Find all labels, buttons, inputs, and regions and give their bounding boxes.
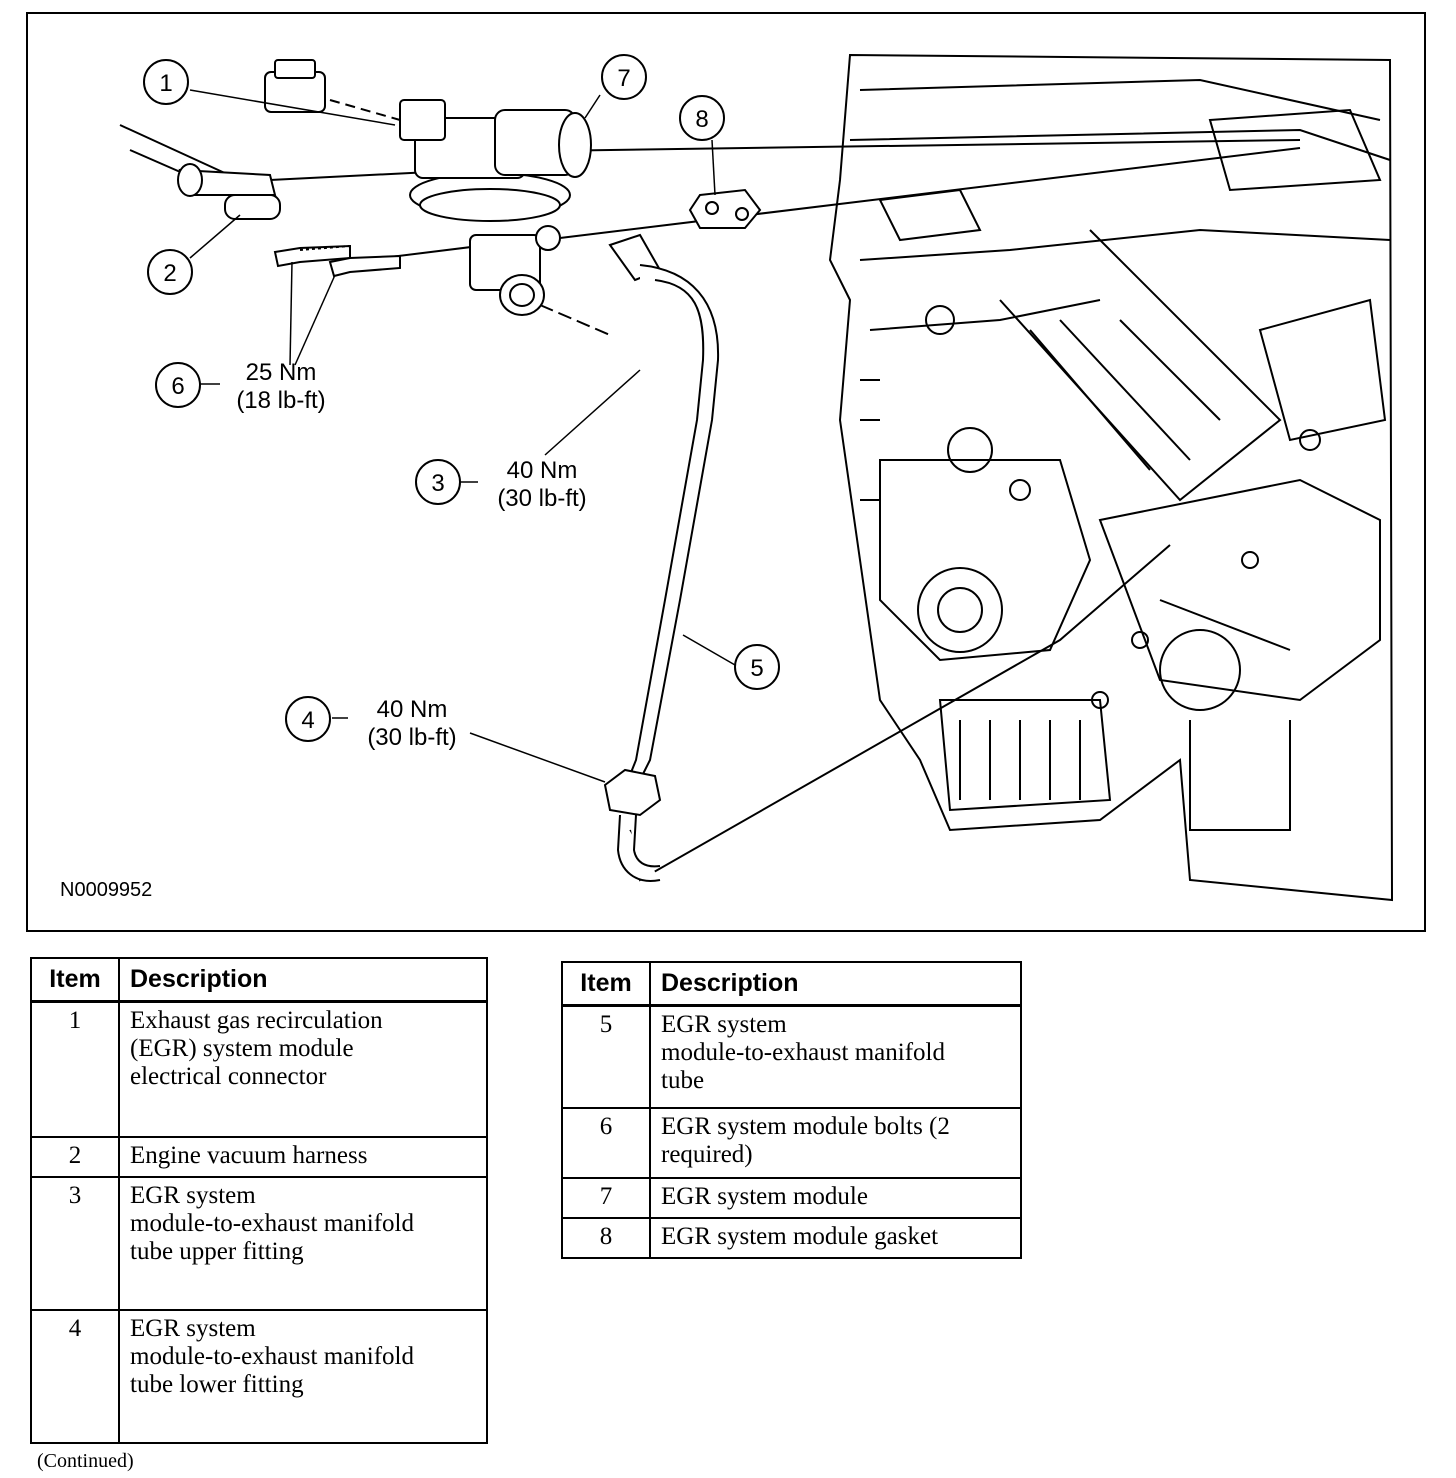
svg-text:8: 8 [695, 106, 708, 133]
description-line: Engine vacuum harness [130, 1141, 368, 1169]
description-line: module-to-exhaust manifold [130, 1209, 414, 1237]
item-number: 1 [30, 1000, 120, 1138]
torque-4-metric: 40 Nm [377, 696, 448, 723]
svg-text:2: 2 [163, 260, 176, 287]
torque-6-metric: 25 Nm [246, 359, 317, 386]
items-table-left: Item Description 1 Exhaust gas recircula… [30, 957, 488, 1444]
item-number: 6 [561, 1106, 651, 1179]
item-description: Engine vacuum harness [118, 1135, 488, 1178]
egr-module-illustration [399, 99, 592, 316]
callout-leaders [189, 89, 736, 783]
diagram-frame [26, 12, 1426, 932]
svg-text:4: 4 [301, 707, 314, 734]
callout-7: 7 [601, 54, 647, 100]
description-line: electrical connector [130, 1063, 327, 1090]
table-header-row: Item Description [30, 957, 488, 1003]
description-line: required) [661, 1140, 753, 1168]
description-line: EGR system [130, 1314, 256, 1342]
description-line: EGR system [661, 1011, 787, 1038]
item-number: 4 [30, 1308, 120, 1444]
bolts-illustration [273, 244, 401, 278]
egr-tube-illustration [603, 233, 720, 882]
vacuum-harness-illustration [177, 163, 281, 220]
item-number: 7 [561, 1176, 651, 1219]
callout-2: 2 [147, 249, 193, 295]
table-row: 5 EGR system module-to-exhaust manifold … [561, 1004, 1022, 1109]
table-row: 1 Exhaust gas recirculation (EGR) system… [30, 1000, 488, 1138]
description-line: EGR system module [661, 1182, 868, 1210]
engine-block-illustration [828, 53, 1394, 902]
callout-4: 4 [285, 696, 331, 742]
callout-5: 5 [734, 644, 780, 690]
description-line: tube lower fitting [130, 1370, 304, 1398]
continued-note: (Continued) [37, 1450, 134, 1472]
torque-3-imperial: (30 lb-ft) [497, 485, 586, 512]
description-line: Exhaust gas recirculation [130, 1007, 383, 1034]
item-description: EGR system module gasket [649, 1216, 1022, 1259]
table-row: 3 EGR system module-to-exhaust manifold … [30, 1175, 488, 1311]
torque-6-imperial: (18 lb-ft) [236, 387, 325, 414]
item-number: 3 [30, 1175, 120, 1311]
item-description: EGR system module-to-exhaust manifold tu… [118, 1308, 488, 1444]
table-row: 6 EGR system module bolts (2 required) [561, 1106, 1022, 1179]
description-line: EGR system module gasket [661, 1222, 939, 1250]
items-table-right: Item Description 5 EGR system module-to-… [561, 961, 1022, 1259]
description-line: EGR system module bolts (2 [661, 1112, 950, 1140]
svg-text:3: 3 [431, 470, 444, 497]
callout-1: 1 [143, 59, 189, 105]
gasket-illustration [688, 188, 762, 229]
callout-6: 6 [155, 362, 201, 408]
item-number: 8 [561, 1216, 651, 1259]
description-line: module-to-exhaust manifold [661, 1039, 945, 1066]
item-description: EGR system module-to-exhaust manifold tu… [118, 1175, 488, 1311]
description-line: (EGR) system module [130, 1035, 354, 1062]
item-number: 2 [30, 1135, 120, 1178]
table-row: 7 EGR system module [561, 1176, 1022, 1219]
item-description: EGR system module-to-exhaust manifold tu… [649, 1004, 1022, 1109]
callout-8: 8 [679, 95, 725, 141]
electrical-connector-illustration [264, 59, 401, 121]
description-line: tube upper fitting [130, 1237, 304, 1265]
table-row: 4 EGR system module-to-exhaust manifold … [30, 1308, 488, 1444]
svg-text:7: 7 [617, 65, 630, 92]
torque-3-metric: 40 Nm [507, 457, 578, 484]
table-row: 2 Engine vacuum harness [30, 1135, 488, 1178]
description-line: tube [661, 1067, 705, 1094]
item-description: Exhaust gas recirculation (EGR) system m… [118, 1000, 488, 1138]
svg-text:6: 6 [171, 373, 184, 400]
svg-text:1: 1 [159, 70, 172, 97]
header-description: Description [118, 957, 488, 1003]
item-description: EGR system module [649, 1176, 1022, 1219]
item-number: 5 [561, 1004, 651, 1109]
svg-text:5: 5 [750, 655, 763, 682]
table-row: 8 EGR system module gasket [561, 1216, 1022, 1259]
figure-id: N0009952 [60, 879, 152, 901]
egr-diagram: 1 2 3 4 5 6 7 8 25 Nm (18 lb-ft) 40 Nm (… [60, 53, 1394, 902]
header-item: Item [561, 961, 651, 1007]
description-line: module-to-exhaust manifold [130, 1342, 414, 1370]
torque-4-imperial: (30 lb-ft) [367, 724, 456, 751]
header-description: Description [649, 961, 1022, 1007]
item-description: EGR system module bolts (2 required) [649, 1106, 1022, 1179]
table-header-row: Item Description [561, 961, 1022, 1007]
description-line: EGR system [130, 1181, 256, 1209]
header-item: Item [30, 957, 120, 1003]
callout-3: 3 [415, 459, 461, 505]
